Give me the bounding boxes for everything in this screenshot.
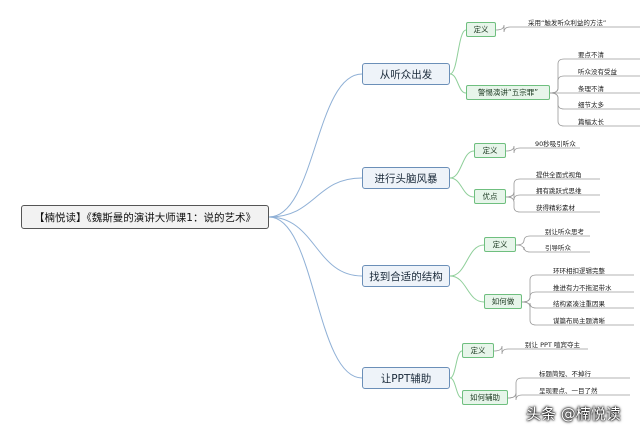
leaf-text: 别让听众思考 xyxy=(545,228,584,236)
leaf-text: 环环相扣逻辑完整 xyxy=(553,267,605,275)
leaf-text: 引导听众 xyxy=(545,244,571,252)
subtopic-how-to[interactable]: 如何做 xyxy=(484,294,522,309)
leaf-connector xyxy=(521,301,634,326)
leaf-text: 推进有力不拖泥带水 xyxy=(553,284,612,292)
trunk-connector xyxy=(268,177,363,218)
branch-find-structure[interactable]: 找到合适的结构 xyxy=(362,265,450,287)
root-topic[interactable]: 【楠悦读】《魏斯曼的演讲大师课1：说的艺术》 xyxy=(21,205,269,229)
branch-ppt-support[interactable]: 让PPT辅助 xyxy=(362,367,450,389)
subtopic-definition[interactable]: 定义 xyxy=(474,143,506,158)
branch-connector xyxy=(449,244,485,277)
leaf-text: 篇幅太长 xyxy=(578,118,604,126)
leaf-connector xyxy=(507,392,630,401)
leaf-text: 呈现要点、一目了然 xyxy=(539,387,598,395)
leaf-text: 要点不清 xyxy=(578,51,604,59)
branch-connector xyxy=(449,150,475,179)
trunk-connector xyxy=(268,73,363,218)
subtopic-how-to-assist[interactable]: 如何辅助 xyxy=(462,390,508,405)
trunk-connector xyxy=(268,216,363,277)
leaf-connector xyxy=(505,145,580,154)
branch-connector xyxy=(449,275,485,303)
branch-connector xyxy=(449,29,467,75)
leaf-text: 标题简短、不掉行 xyxy=(539,370,591,378)
leaf-text: 提供全面式视角 xyxy=(536,171,582,179)
leaf-text: 听众没有受益 xyxy=(578,68,617,76)
leaf-text: 90秒吸引听众 xyxy=(535,140,576,148)
leaf-text: 谋篇布局主题清晰 xyxy=(553,317,605,325)
leaf-text: 采用“触发听众利益的方法” xyxy=(528,19,607,27)
branch-listen-from-audience[interactable]: 从听众出发 xyxy=(362,63,450,85)
leaf-text: 结构紧凑注重因果 xyxy=(553,300,605,308)
leaf-connector xyxy=(521,291,634,303)
leaf-connector xyxy=(549,92,640,127)
branch-connector xyxy=(449,177,475,198)
subtopic-definition[interactable]: 定义 xyxy=(462,343,494,358)
branch-connector xyxy=(449,350,463,379)
leaf-text: 细节太多 xyxy=(578,101,604,109)
branch-connector xyxy=(449,377,463,399)
watermark: 头条 @楠悦读 xyxy=(526,405,621,423)
leaf-connector xyxy=(495,24,640,33)
subtopic-definition[interactable]: 定义 xyxy=(484,237,516,252)
subtopic-definition[interactable]: 定义 xyxy=(466,22,496,37)
leaf-connector xyxy=(515,235,590,246)
leaf-text: 别让 PPT 喧宾夺主 xyxy=(525,341,580,349)
leaf-connector xyxy=(515,244,590,253)
subtopic-five-sins[interactable]: 警惕演讲“五宗罪” xyxy=(466,85,550,100)
leaf-text: 条理不清 xyxy=(578,85,604,93)
leaf-connector xyxy=(549,75,640,94)
branch-connector xyxy=(449,73,467,94)
branch-brainstorm[interactable]: 进行头脑风暴 xyxy=(362,167,450,189)
leaf-text: 拥有跳跃式思维 xyxy=(536,187,582,195)
subtopic-advantages[interactable]: 优点 xyxy=(474,189,506,204)
leaf-connector xyxy=(493,345,588,355)
leaf-connector xyxy=(505,196,600,213)
trunk-connector xyxy=(268,216,363,379)
leaf-text: 获得精彩素材 xyxy=(536,204,575,212)
